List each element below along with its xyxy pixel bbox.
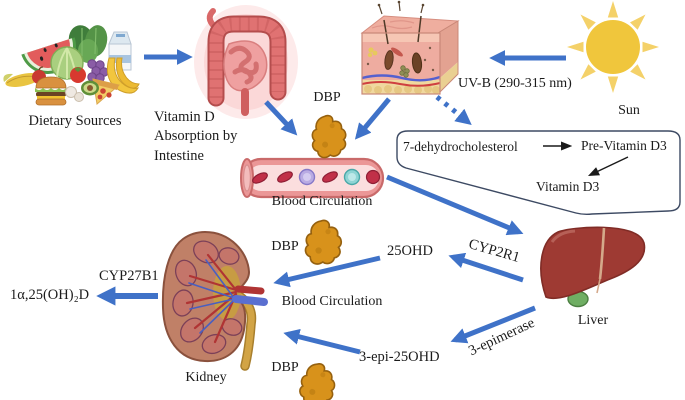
pizza-icon [92, 78, 121, 105]
sun-label: Sun [618, 103, 640, 118]
burger-icon [35, 76, 67, 106]
cyp27b1-label: CYP27B1 [99, 268, 159, 284]
arrow-25ohd-to-kidney [273, 255, 381, 288]
arrow-liver-to-25ohd [448, 252, 524, 283]
mushroom-icon [65, 86, 84, 102]
blood-vessel-illustration [240, 157, 385, 199]
dbp-label-top: DBP [313, 90, 341, 105]
intestine-illustration [194, 5, 298, 119]
leafy-greens-icon [68, 25, 108, 63]
arrow-skin-to-blood [354, 97, 391, 140]
arrow-epi25ohd-to-kidney [283, 328, 361, 355]
dbp-label-bottom: DBP [271, 360, 299, 375]
3-epi-25ohd-label: 3-epi-25OHD [359, 349, 440, 365]
red-blood-cells [252, 169, 381, 185]
skin-cross-section-illustration [360, 0, 460, 95]
dietary-sources-label: Dietary Sources [28, 113, 122, 129]
reactant-7dhc-label: 7-dehydrocholesterol [403, 139, 518, 154]
blood-circulation-label-mid: Blood Circulation [281, 294, 383, 309]
arrow-vessel-to-liver [386, 174, 524, 236]
arrow-previtd3-to-vitd3 [587, 156, 629, 176]
dietary-sources-illustration [3, 25, 140, 106]
vitamin-d3-label: Vitamin D3 [536, 179, 600, 194]
dbp-molecule [304, 219, 343, 265]
uvb-label: UV-B (290-315 nm) [458, 76, 572, 91]
dbp-molecule [308, 113, 349, 160]
tomato-icon [70, 67, 86, 83]
corn-icon [3, 73, 41, 87]
blood-circulation-label-top: Blood Circulation [271, 194, 373, 209]
intestine-caption: Vitamin D Absorption by Intestine [154, 109, 238, 164]
previtamin-d3-label: Pre-Vitamin D3 [581, 138, 667, 153]
reaction-arrows [543, 141, 629, 176]
liver-illustration [540, 226, 646, 308]
arrow-liver-to-epi25ohd [450, 305, 536, 344]
arrow-skin-to-box-dashed [435, 95, 472, 126]
kidney-label: Kidney [185, 370, 227, 385]
kidney-illustration [161, 230, 268, 371]
active-vitamin-d-label: 1α,25(OH)₂D [10, 287, 90, 303]
avocado-icon [81, 80, 99, 96]
flow-arrows [96, 48, 566, 355]
dbp-label-mid: DBP [271, 239, 299, 254]
reaction-box [396, 130, 681, 216]
liver-label: Liver [577, 313, 609, 328]
25ohd-label: 25OHD [387, 243, 433, 259]
sun-icon [567, 1, 659, 93]
arrow-intestine-to-blood [264, 100, 298, 136]
